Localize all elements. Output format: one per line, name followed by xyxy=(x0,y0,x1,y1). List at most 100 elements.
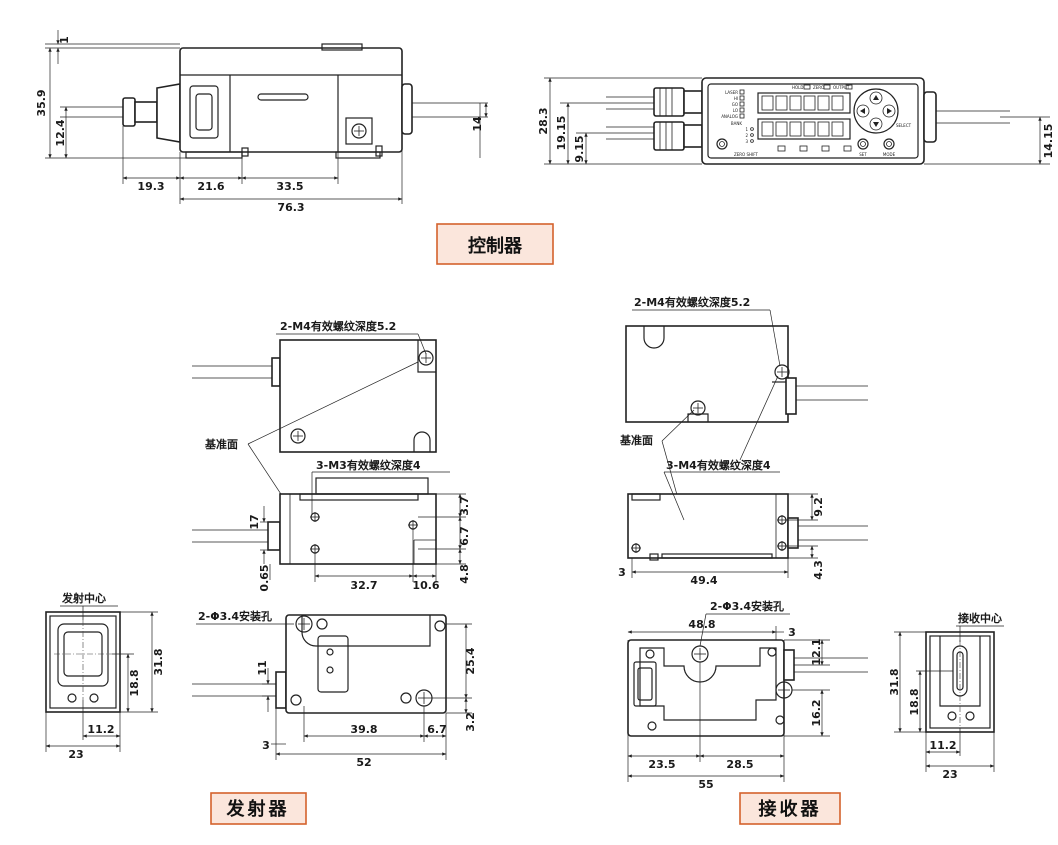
emitter-dim-offset: 0.65 xyxy=(258,564,271,591)
receiver-dim-length: 55 xyxy=(698,778,713,791)
receiver-side-threads-note: 3-M4有效螺纹深度4 xyxy=(666,458,771,472)
receiver-dim-side-offset: 3 xyxy=(618,566,626,579)
controller-side-view: 1 35.9 12.4 14 19.3 21.6 33.5 76.3 xyxy=(35,30,488,214)
receiver-top-threads-note: 2-M4有效螺纹深度5.2 xyxy=(634,295,750,309)
emitter-dim-end-height: 31.8 xyxy=(152,648,165,675)
controller-label-text: 控制器 xyxy=(468,235,523,257)
emitter-dim-length: 52 xyxy=(356,756,371,769)
label-zero-shift: ZERO SHIFT xyxy=(734,152,758,157)
emitter-dim-hole-spacing: 32.7 xyxy=(350,579,377,592)
emitter-end-view: 发射中心 18.8 31.8 11.2 23 xyxy=(45,591,165,761)
dim-top-gap: 1 xyxy=(58,36,71,44)
lower-display xyxy=(757,118,851,140)
receiver-dim-bottom-offset: 4.3 xyxy=(812,560,825,580)
dim-front-height: 28.3 xyxy=(537,107,550,134)
emitter-dim-mid-gap: 6.7 xyxy=(458,526,471,546)
zero-shift-button[interactable] xyxy=(716,138,728,150)
dim-seg2: 21.6 xyxy=(197,180,224,193)
emitter-dim-right-offset: 10.6 xyxy=(412,579,439,592)
receiver-dim-window: 18.8 xyxy=(908,688,921,715)
emitter-side-threads-note: 3-M3有效螺纹深度4 xyxy=(316,458,421,472)
receiver-dim-hole-span: 48.8 xyxy=(688,618,715,631)
emitter-dim-edge-right: 6.7 xyxy=(427,723,447,736)
dim-lower-connector: 9.15 xyxy=(573,135,586,162)
receiver-reference-face: 基准面 xyxy=(619,433,653,447)
receiver-dim-edge-right: 3 xyxy=(788,626,796,639)
label-lo: LO xyxy=(733,108,738,113)
label-bank-1: 1 xyxy=(745,127,748,132)
emitter-dim-cable: 11 xyxy=(256,660,269,675)
emitter-dim-top-offset: 3.7 xyxy=(458,496,471,516)
label-bank-2: 2 xyxy=(745,133,748,138)
label-zero: ZERO xyxy=(813,85,824,90)
controller-label: 控制器 xyxy=(436,223,554,265)
emitter-center-note: 发射中心 xyxy=(61,591,106,605)
emitter-bottom-view: 2-Φ3.4安装孔 11 39.8 6.7 52 3 25.4 3.2 xyxy=(192,609,477,769)
receiver-dim-top-offset: 9.2 xyxy=(812,497,825,517)
set-button[interactable] xyxy=(857,138,869,150)
receiver-end-view: 接收中心 31.8 18.8 11.2 23 xyxy=(888,611,1004,781)
label-set: SET xyxy=(859,152,867,157)
controller-front-view: LASER HI GO LO ANALOG BANK 1 2 3 HOLD ZE… xyxy=(537,77,1055,165)
emitter-dim-width: 23 xyxy=(68,748,83,761)
receiver-dim-end-height: 31.8 xyxy=(888,668,901,695)
down-button[interactable] xyxy=(869,117,883,131)
emitter-side-view: 3-M3有效螺纹深度4 17 0.65 32.7 10.6 3.7 6.7 4.… xyxy=(192,458,471,592)
receiver-dim-top: 12.1 xyxy=(810,638,823,665)
dim-seg1: 19.3 xyxy=(137,180,164,193)
dim-right-cable: 14.15 xyxy=(1042,124,1055,159)
emitter-dim-center: 11.2 xyxy=(87,723,114,736)
label-go: GO xyxy=(732,102,738,107)
receiver-dim-seg-right: 28.5 xyxy=(726,758,753,771)
up-arrow-icon xyxy=(873,95,879,100)
emitter-mount-holes-note: 2-Φ3.4安装孔 xyxy=(198,609,272,623)
label-bank-3: 3 xyxy=(745,139,748,144)
left-arrow-icon xyxy=(860,108,865,114)
emitter-dim-height: 17 xyxy=(248,514,261,529)
emitter-dim-bottom: 3.2 xyxy=(464,712,477,732)
right-arrow-icon xyxy=(887,108,892,114)
label-analog: ANALOG xyxy=(721,114,738,119)
dim-right-height: 14 xyxy=(471,116,484,132)
dim-upper-connector: 19.15 xyxy=(555,116,568,151)
dim-cable-height: 12.4 xyxy=(54,119,67,146)
label-laser: LASER xyxy=(725,90,738,95)
label-hold: HOLD xyxy=(792,85,803,90)
up-button[interactable] xyxy=(869,91,883,105)
label-bank: BANK xyxy=(731,121,742,126)
right-button[interactable] xyxy=(882,104,896,118)
receiver-dim-center: 11.2 xyxy=(929,739,956,752)
label-select: SELECT xyxy=(896,123,912,128)
receiver-label-text: 接收器 xyxy=(759,798,822,820)
dim-controller-height: 35.9 xyxy=(35,89,48,116)
emitter-top-threads-note: 2-M4有效螺纹深度5.2 xyxy=(280,319,396,333)
emitter-reference-face: 基准面 xyxy=(204,437,238,451)
receiver-center-note: 接收中心 xyxy=(958,611,1002,625)
left-button[interactable] xyxy=(856,104,870,118)
mode-button[interactable] xyxy=(883,138,895,150)
receiver-dim-side-length: 49.4 xyxy=(690,574,717,587)
down-arrow-icon xyxy=(873,122,879,127)
label-hi: HI xyxy=(734,96,738,101)
status-led-labels: LASER HI GO LO ANALOG BANK 1 2 3 xyxy=(721,89,754,144)
receiver-top-view: 2-M4有效螺纹深度5.2 基准面 xyxy=(619,295,868,521)
label-mode: MODE xyxy=(883,152,896,157)
emitter-dim-bottom-offset: 4.8 xyxy=(458,564,471,584)
emitter-dim-left-offset: 3 xyxy=(262,739,270,752)
upper-display xyxy=(757,92,851,114)
emitter-dim-bottom-height: 25.4 xyxy=(464,647,477,674)
emitter-label: 发射器 xyxy=(210,792,307,825)
emitter-label-text: 发射器 xyxy=(226,798,290,820)
label-output: OUTPUT xyxy=(833,85,850,90)
receiver-dim-width: 23 xyxy=(942,768,957,781)
direction-pad[interactable] xyxy=(853,88,899,134)
receiver-bottom-view: 2-Φ3.4安装孔 48.8 3 23.5 28.5 55 12.1 16.2 xyxy=(627,599,868,791)
receiver-side-view: 3-M4有效螺纹深度4 49.4 3 9.2 4.3 xyxy=(618,458,868,587)
receiver-dim-mid: 16.2 xyxy=(810,699,823,726)
dim-seg3: 33.5 xyxy=(276,180,303,193)
receiver-label: 接收器 xyxy=(739,792,841,825)
receiver-mount-holes-note: 2-Φ3.4安装孔 xyxy=(710,599,784,613)
emitter-dim-hole-span: 39.8 xyxy=(350,723,377,736)
